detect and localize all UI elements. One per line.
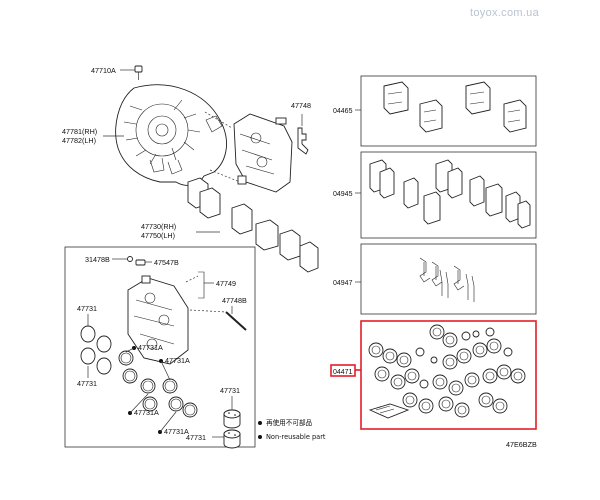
label-dust-cover-rh: 47781(RH) xyxy=(62,127,97,136)
dust-cover[interactable] xyxy=(115,84,227,186)
pin[interactable] xyxy=(189,309,247,331)
fitting-kit-parts xyxy=(419,257,475,302)
watermark: toyox.com.ua xyxy=(470,7,540,19)
label-caliper-rh: 47730(RH) xyxy=(141,222,176,231)
label-dust-cover-lh: 47782(LH) xyxy=(62,136,96,145)
pad-stack-top[interactable] xyxy=(187,177,319,273)
fitting-kit-box[interactable] xyxy=(360,243,537,315)
label-bleeder-plug: 47547B xyxy=(154,258,179,267)
caliper-assembly-top[interactable] xyxy=(233,113,293,193)
label-shim-kit: 04945 xyxy=(333,191,353,198)
pad-kit-box[interactable] xyxy=(360,75,537,147)
label-piston-left-top: 47731 xyxy=(77,304,97,313)
shim-kit-parts xyxy=(369,159,531,229)
legend-line-en: Non-reusable part xyxy=(266,433,326,441)
anti-squeal-shim[interactable] xyxy=(297,127,309,155)
label-seal-4: 47731A xyxy=(164,427,189,436)
bleeder-plug[interactable] xyxy=(135,259,146,266)
label-pin: 47748B xyxy=(222,296,247,305)
label-cylinder-kit: 04471 xyxy=(333,369,353,376)
dust-cover-bolt[interactable] xyxy=(134,65,143,80)
bleeder-cap[interactable] xyxy=(127,256,133,262)
caliper-detail-box xyxy=(64,246,256,448)
label-piston-left-bottom: 47731 xyxy=(77,379,97,388)
pad-kit-parts xyxy=(383,81,527,133)
label-fitting-kit: 04947 xyxy=(333,280,353,287)
shim-kit-box[interactable] xyxy=(360,151,537,239)
label-piston-right-bottom: 47731 xyxy=(186,433,206,442)
spring[interactable] xyxy=(185,271,205,299)
label-bolt: 47710A xyxy=(91,66,116,75)
cylinder-kit-box[interactable] xyxy=(360,320,537,430)
label-piston-right-top: 47731 xyxy=(220,386,240,395)
label-spring: 47749 xyxy=(216,279,236,288)
label-bleeder-cap: 31478B xyxy=(85,255,110,264)
figure-code: 47E6BZB xyxy=(506,440,537,449)
label-seal-1: 47731A xyxy=(138,343,163,352)
caliper-body[interactable] xyxy=(127,275,189,365)
piston-seals-middle[interactable] xyxy=(118,350,198,418)
label-pad-kit: 04465 xyxy=(333,108,353,115)
legend-line-jp: 再使用不可部品 xyxy=(266,418,313,427)
label-shim-top: 47748 xyxy=(291,101,311,110)
piston-left[interactable] xyxy=(80,325,112,375)
label-seal-3: 47731A xyxy=(134,408,159,417)
cylinder-kit-parts xyxy=(368,324,526,419)
label-caliper-lh: 47750(LH) xyxy=(141,231,175,240)
label-seal-2: 47731A xyxy=(165,356,190,365)
piston-right[interactable] xyxy=(223,409,241,449)
